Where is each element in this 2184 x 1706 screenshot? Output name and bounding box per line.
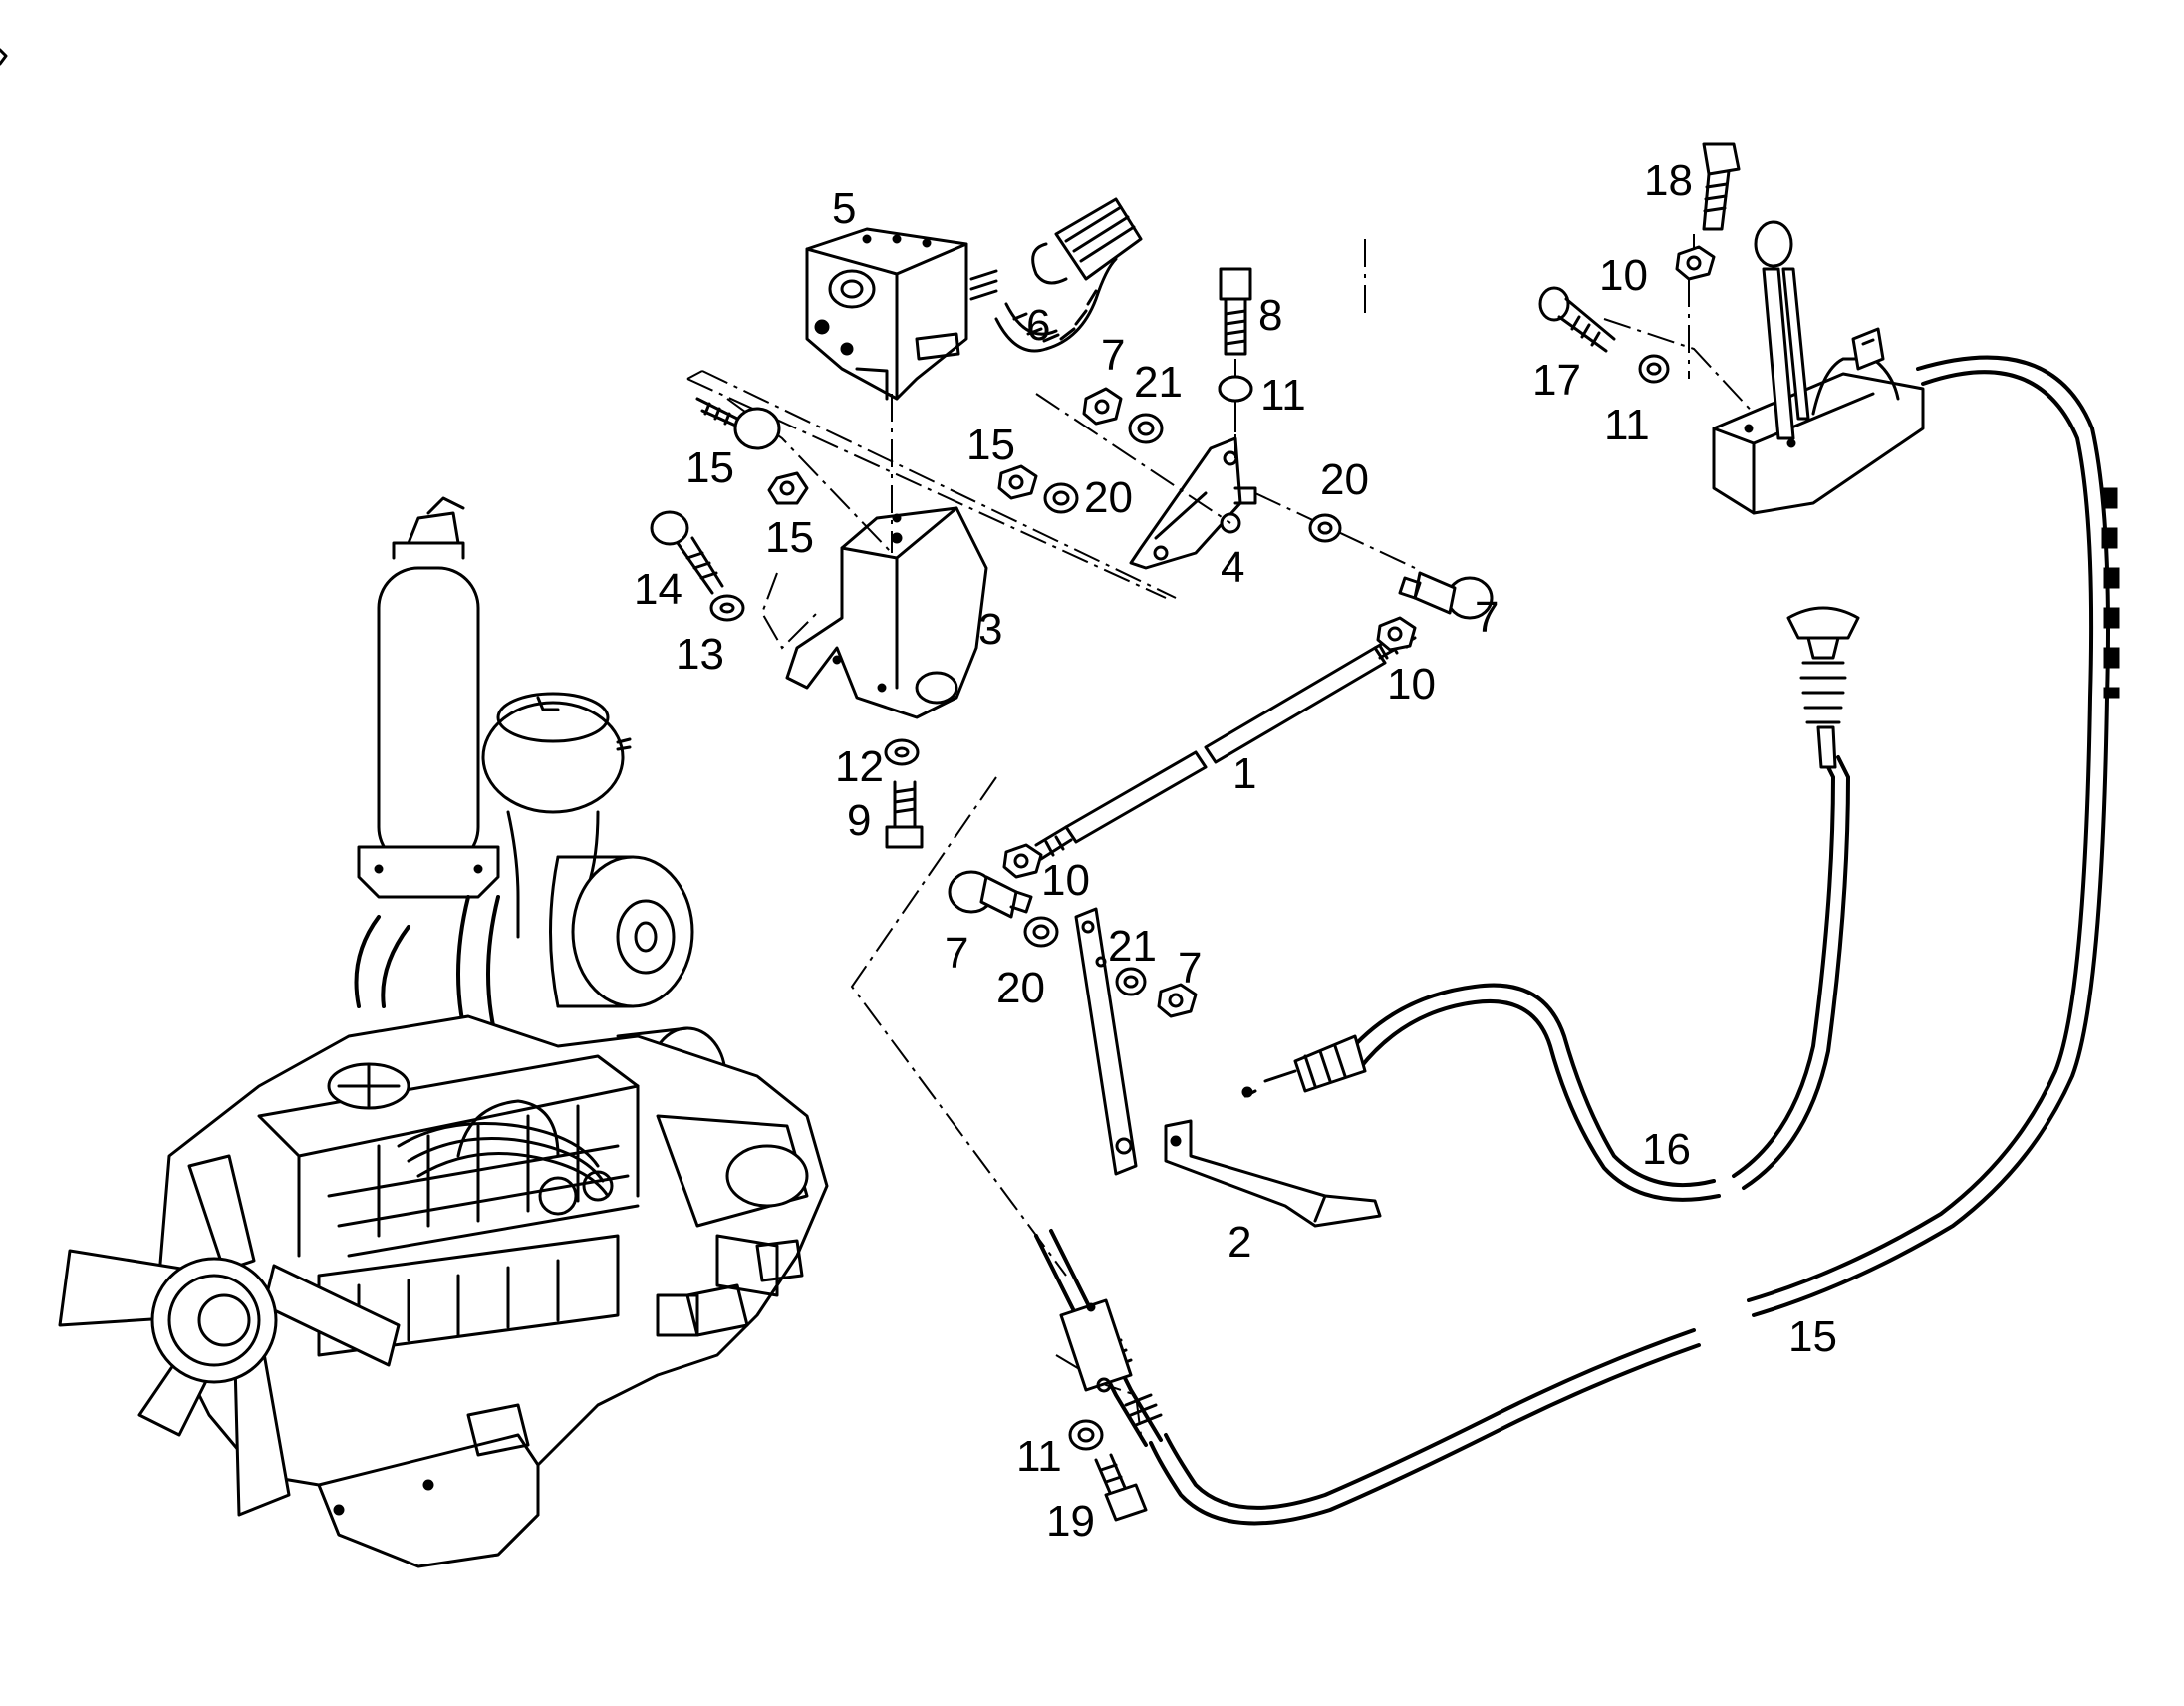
callout-15-lower: 15 [765, 513, 814, 562]
callout-15-upper: 15 [685, 443, 734, 492]
callout-13: 13 [676, 630, 724, 679]
pump-housing-icon [805, 227, 998, 401]
nut-icon [1376, 616, 1417, 652]
bracket-icon [785, 506, 988, 719]
bolt-icon [1219, 267, 1252, 356]
washer-icon [1115, 967, 1147, 996]
callout-11-top: 11 [1260, 371, 1306, 420]
chain-icon [994, 197, 1143, 353]
callout-6: 6 [1026, 301, 1051, 350]
nut-icon [1002, 843, 1043, 879]
callout-21-lower: 21 [1108, 922, 1157, 971]
callout-21-top: 21 [1134, 358, 1183, 407]
engine-assembly-icon [58, 496, 829, 1568]
corner-mark [0, 48, 8, 66]
callout-15-cable: 15 [1788, 1312, 1837, 1361]
bolt-icon [1702, 142, 1741, 231]
callout-14: 14 [634, 565, 682, 614]
callout-10-left: 10 [1041, 856, 1090, 905]
callout-20-lower: 20 [996, 964, 1045, 1012]
callout-7-top: 7 [1101, 331, 1126, 380]
rod-icon [1034, 626, 1417, 861]
nut-icon [997, 464, 1038, 500]
callout-19: 19 [1046, 1497, 1095, 1546]
nut-icon [1675, 245, 1716, 281]
callout-20-right: 20 [1320, 455, 1369, 504]
callout-12: 12 [835, 742, 884, 791]
fan-icon [58, 1154, 401, 1517]
callout-10-top: 10 [1599, 251, 1648, 300]
bolt-icon [1094, 1453, 1148, 1522]
ball-joint-icon [948, 870, 1033, 919]
callout-11-right: 11 [1604, 401, 1650, 449]
nut-icon [1157, 983, 1198, 1018]
callout-7-lower: 7 [1178, 944, 1203, 993]
control-cable-icon [1149, 355, 2120, 1526]
callout-16: 16 [1642, 1125, 1691, 1174]
callout-9: 9 [847, 796, 872, 845]
callout-5: 5 [832, 184, 857, 233]
washer-icon [1043, 482, 1079, 514]
callout-10-rod: 10 [1387, 660, 1436, 709]
callout-1: 1 [1232, 749, 1257, 798]
washer-icon [1638, 354, 1670, 384]
washer-icon [1068, 1419, 1104, 1451]
silencer-icon [377, 566, 480, 869]
callout-18: 18 [1644, 156, 1693, 205]
assembly-lines [686, 234, 1760, 1436]
washer-icon [1308, 513, 1342, 543]
bolt-icon [695, 397, 781, 450]
control-cable-icon [1241, 606, 1860, 1202]
callout-15-mid: 15 [966, 421, 1015, 469]
washer-icon [1023, 916, 1059, 948]
callout-20-mid: 20 [1084, 473, 1133, 522]
callout-4: 4 [1221, 543, 1245, 592]
cable-end-icon [1034, 1229, 1163, 1447]
callout-7-right: 7 [1475, 593, 1500, 642]
callout-7-left: 7 [945, 929, 969, 978]
callout-2: 2 [1228, 1218, 1252, 1267]
washer-icon [884, 738, 920, 766]
nut-icon [1082, 387, 1123, 426]
lever-arm-icon [1074, 907, 1138, 1176]
ball-joint-icon [1398, 571, 1494, 620]
washer-icon [709, 594, 745, 622]
control-lever-icon [1712, 220, 1925, 515]
washer-icon [1218, 375, 1253, 403]
plate-icon [1164, 1119, 1382, 1228]
air-filter-cap-icon [481, 701, 625, 814]
bolt-icon [885, 780, 924, 849]
callout-3: 3 [978, 605, 1003, 654]
bolt-icon [650, 510, 724, 595]
callout-8: 8 [1258, 291, 1283, 340]
callout-17: 17 [1532, 356, 1581, 405]
washer-icon [1128, 413, 1164, 444]
bolt-icon [1538, 286, 1616, 353]
callout-11-bottom: 11 [1016, 1432, 1062, 1481]
nut-icon [767, 471, 809, 505]
